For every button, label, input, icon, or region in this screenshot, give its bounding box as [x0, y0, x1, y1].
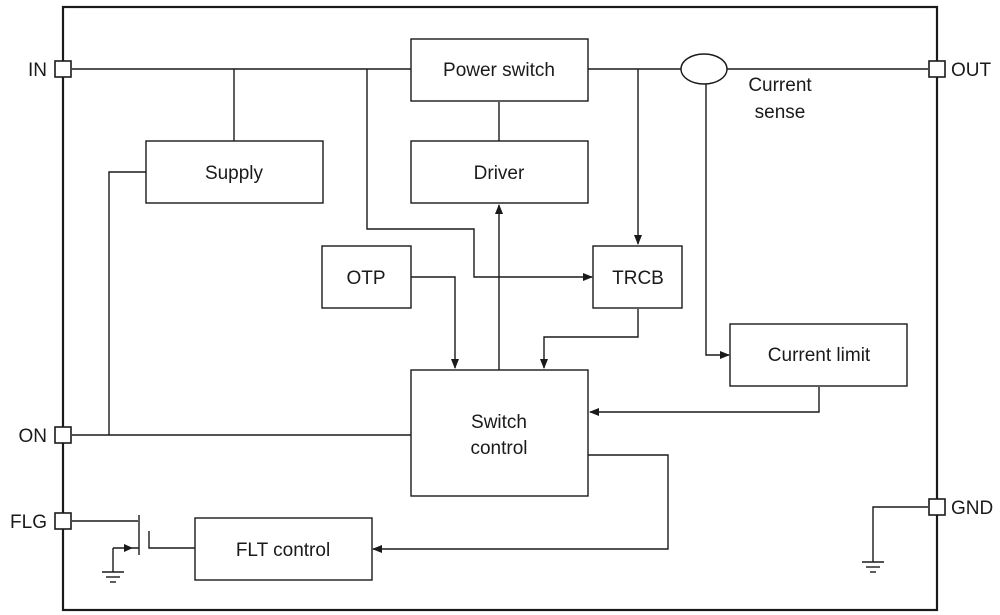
- ground-icon: [102, 571, 124, 583]
- transistor-arrow: [124, 544, 133, 552]
- wire-sense-to-current-limit: [705, 80, 730, 359]
- wires: [72, 68, 928, 572]
- wire-in-to-trcb: [366, 69, 593, 281]
- otp-label: OTP: [346, 268, 385, 289]
- switch-control-label-line1: Switch: [471, 412, 527, 433]
- current-sense-label-line2: sense: [755, 102, 806, 123]
- current-limit-label: Current limit: [768, 345, 871, 366]
- pin-in: IN: [28, 60, 72, 81]
- pin-flg: FLG: [10, 512, 72, 533]
- wire-gnd: [872, 506, 928, 562]
- block-trcb: TRCB: [592, 245, 683, 309]
- pin-out: OUT: [928, 60, 992, 81]
- block-flt-control: FLT control: [194, 517, 373, 581]
- wire-switch-control-to-flt-control: [372, 454, 669, 553]
- driver-label: Driver: [474, 163, 525, 184]
- wire-otp-to-switch-control: [411, 276, 459, 369]
- pin-in-label: IN: [28, 60, 47, 81]
- block-power-switch: Power switch: [410, 38, 589, 102]
- flt-control-label: FLT control: [236, 540, 330, 561]
- pin-flg-label: FLG: [10, 512, 47, 533]
- wire-trcb-to-switch-control: [540, 309, 639, 369]
- block-current-limit: Current limit: [729, 323, 908, 387]
- power-switch-label: Power switch: [443, 60, 555, 81]
- trcb-label: TRCB: [612, 268, 664, 289]
- pin-on: ON: [19, 426, 72, 447]
- pin-gnd-label: GND: [951, 498, 993, 519]
- block-otp: OTP: [321, 245, 412, 309]
- pin-gnd: GND: [928, 498, 993, 519]
- block-switch-control: Switch control: [410, 369, 589, 497]
- wire-on-to-supply: [108, 171, 146, 435]
- block-driver: Driver: [410, 140, 589, 204]
- block-supply: Supply: [145, 140, 324, 204]
- current-sense-icon: [680, 53, 728, 85]
- pin-on-label: ON: [19, 426, 48, 447]
- ground-icon: [862, 561, 884, 573]
- current-sense-label-line1: Current: [748, 75, 812, 96]
- pin-out-label: OUT: [951, 60, 992, 81]
- wire-current-limit-to-switch-control: [589, 387, 820, 416]
- switch-control-label-line2: control: [470, 438, 527, 459]
- chip-outline: [61, 5, 939, 612]
- supply-label: Supply: [205, 163, 264, 184]
- transistor-gate: [148, 531, 195, 549]
